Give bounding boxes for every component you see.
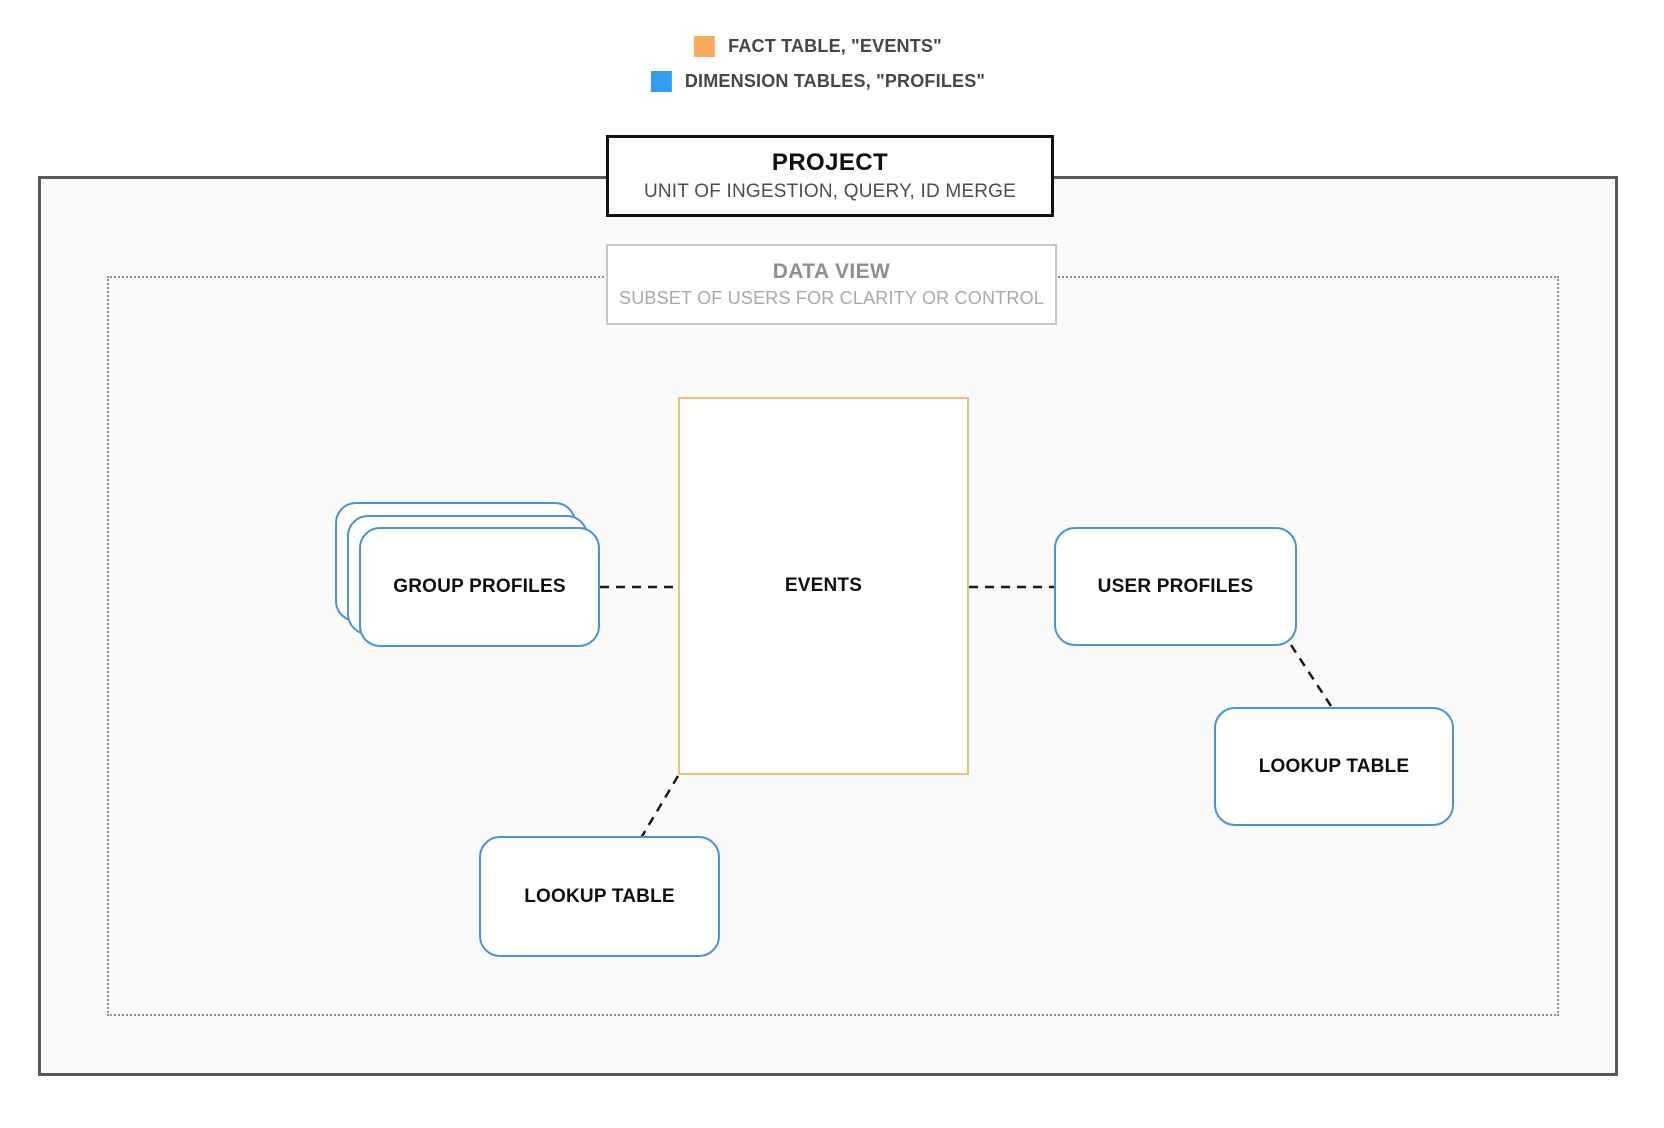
dimension-swatch-icon bbox=[650, 71, 672, 92]
data-view-title: DATA VIEW bbox=[772, 260, 891, 283]
connector-events-lookup-table-bottom bbox=[639, 775, 680, 839]
lookup-table-right-label: LOOKUP TABLE bbox=[1258, 755, 1410, 777]
group-profiles-label: GROUP PROFILES bbox=[393, 576, 566, 597]
project-title: PROJECT bbox=[771, 149, 889, 176]
lookup-table-bottom-label: LOOKUP TABLE bbox=[524, 885, 675, 907]
project-subtitle: UNIT OF INGESTION, QUERY, ID MERGE bbox=[643, 181, 1017, 202]
legend-item-fact: FACT TABLE, "EVENTS" bbox=[694, 36, 942, 57]
data-view-header-box: DATA VIEW SUBSET OF USERS FOR CLARITY OR… bbox=[606, 244, 1057, 325]
node-lookup-table-bottom: LOOKUP TABLE bbox=[479, 836, 720, 957]
node-events: EVENTS bbox=[678, 397, 969, 775]
connector-user-profiles-lookup-table-right bbox=[1289, 644, 1335, 710]
group-profiles-card-front: GROUP PROFILES bbox=[359, 527, 600, 647]
fact-swatch-icon bbox=[694, 36, 716, 57]
events-label: EVENTS bbox=[784, 575, 863, 596]
node-lookup-table-right: LOOKUP TABLE bbox=[1214, 707, 1454, 826]
project-header-box: PROJECT UNIT OF INGESTION, QUERY, ID MER… bbox=[606, 135, 1054, 217]
legend-dimension-label: DIMENSION TABLES, "PROFILES" bbox=[684, 71, 986, 91]
legend: FACT TABLE, "EVENTS" DIMENSION TABLES, "… bbox=[650, 36, 986, 92]
legend-fact-label: FACT TABLE, "EVENTS" bbox=[728, 36, 942, 56]
node-group-profiles: GROUP PROFILES bbox=[335, 502, 601, 648]
legend-item-dimension: DIMENSION TABLES, "PROFILES" bbox=[650, 71, 986, 92]
user-profiles-label: USER PROFILES bbox=[1097, 575, 1254, 597]
data-view-subtitle: SUBSET OF USERS FOR CLARITY OR CONTROL bbox=[618, 288, 1044, 308]
node-user-profiles: USER PROFILES bbox=[1054, 527, 1297, 646]
